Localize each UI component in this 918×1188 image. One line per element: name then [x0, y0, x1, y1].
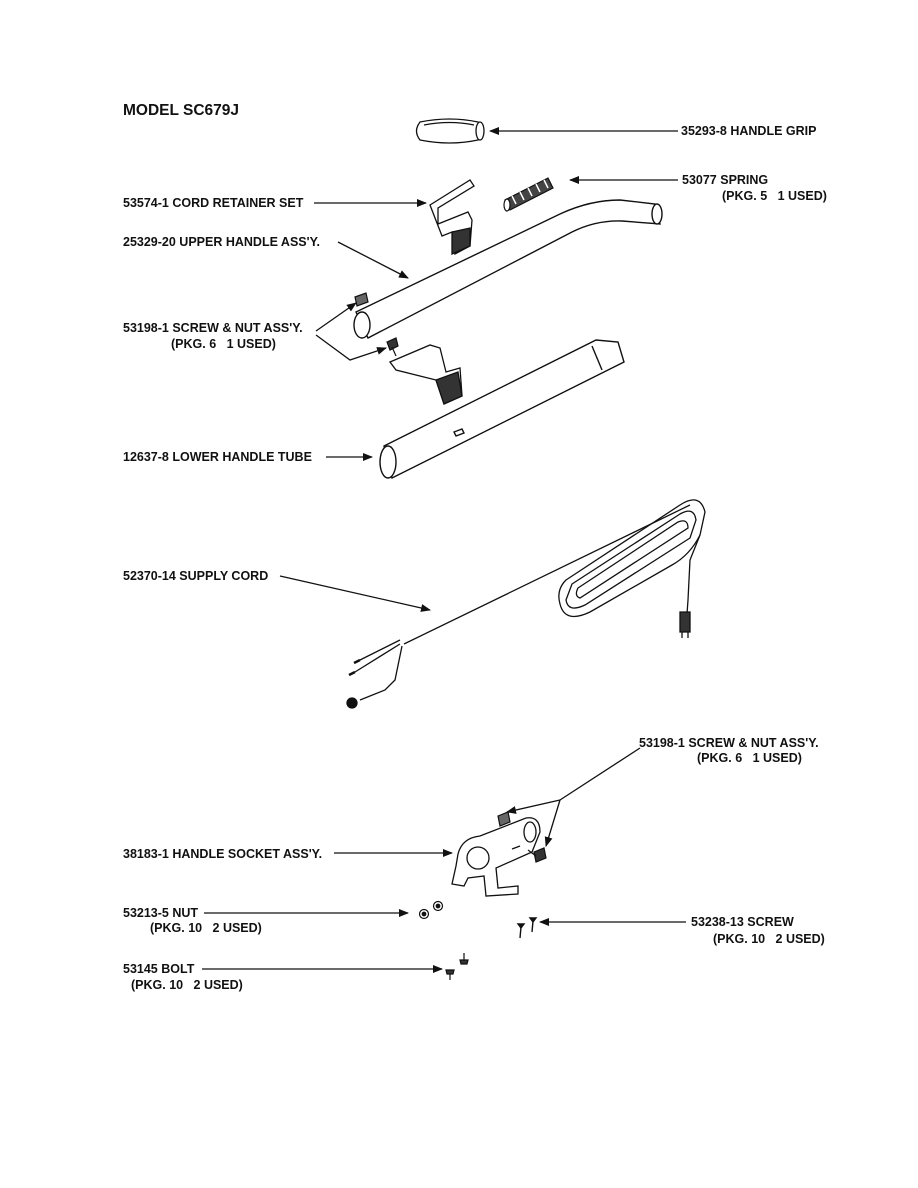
spring-part — [503, 177, 554, 212]
handle-grip-part — [415, 118, 485, 144]
bolt-label: 53145 BOLT — [123, 962, 195, 976]
handle-grip-label: 35293-8 HANDLE GRIP — [681, 124, 817, 138]
supply-cord-leader — [279, 575, 431, 612]
bolt-part — [445, 953, 469, 980]
screw-nut-upper-label: 53198-1 SCREW & NUT ASS'Y. — [123, 321, 303, 335]
nut-label: 53213-5 NUT — [123, 906, 199, 920]
screw-nut-lower-leader — [559, 747, 641, 801]
screw-nut-upper-qty-label: (PKG. 6 1 USED) — [171, 337, 276, 351]
bolt-qty-label: (PKG. 10 2 USED) — [131, 978, 243, 992]
screw-part — [516, 917, 538, 939]
upper-handle-leader — [337, 241, 409, 279]
supply-cord-part — [346, 499, 706, 709]
upper-handle-part — [353, 199, 663, 339]
lower-clip-part — [388, 344, 463, 405]
screw-qty-label: (PKG. 10 2 USED) — [713, 932, 825, 946]
model-title: MODEL SC679J — [123, 102, 240, 119]
supply-cord-label: 52370-14 SUPPLY CORD — [123, 569, 269, 583]
screw-nut-upper-leader-1 — [315, 302, 357, 332]
lower-handle-tube-label: 12637-8 LOWER HANDLE TUBE — [123, 450, 312, 464]
spring-label: 53077 SPRING — [682, 173, 769, 187]
screw-label: 53238-13 SCREW — [691, 915, 794, 929]
handle-socket-label: 38183-1 HANDLE SOCKET ASS'Y. — [123, 847, 323, 861]
cord-retainer-label: 53574-1 CORD RETAINER SET — [123, 196, 304, 210]
screw-nut-lower-part — [497, 811, 547, 863]
upper-handle-label: 25329-20 UPPER HANDLE ASS'Y. — [123, 235, 321, 249]
spring-qty-label: (PKG. 5 1 USED) — [722, 189, 827, 203]
screw-nut-upper-leader-2 — [315, 334, 387, 361]
screw-nut-lower-leader-a — [506, 799, 561, 814]
nut-part — [418, 900, 444, 920]
handle-socket-part — [451, 817, 541, 897]
screw-nut-lower-leader-b — [544, 799, 561, 847]
lower-handle-tube-part — [379, 339, 625, 480]
nut-qty-label: (PKG. 10 2 USED) — [150, 921, 262, 935]
cord-retainer-part — [429, 179, 475, 256]
screw-nut-lower-label: 53198-1 SCREW & NUT ASS'Y. — [639, 736, 819, 750]
screw-nut-lower-qty-label: (PKG. 6 1 USED) — [697, 751, 802, 765]
